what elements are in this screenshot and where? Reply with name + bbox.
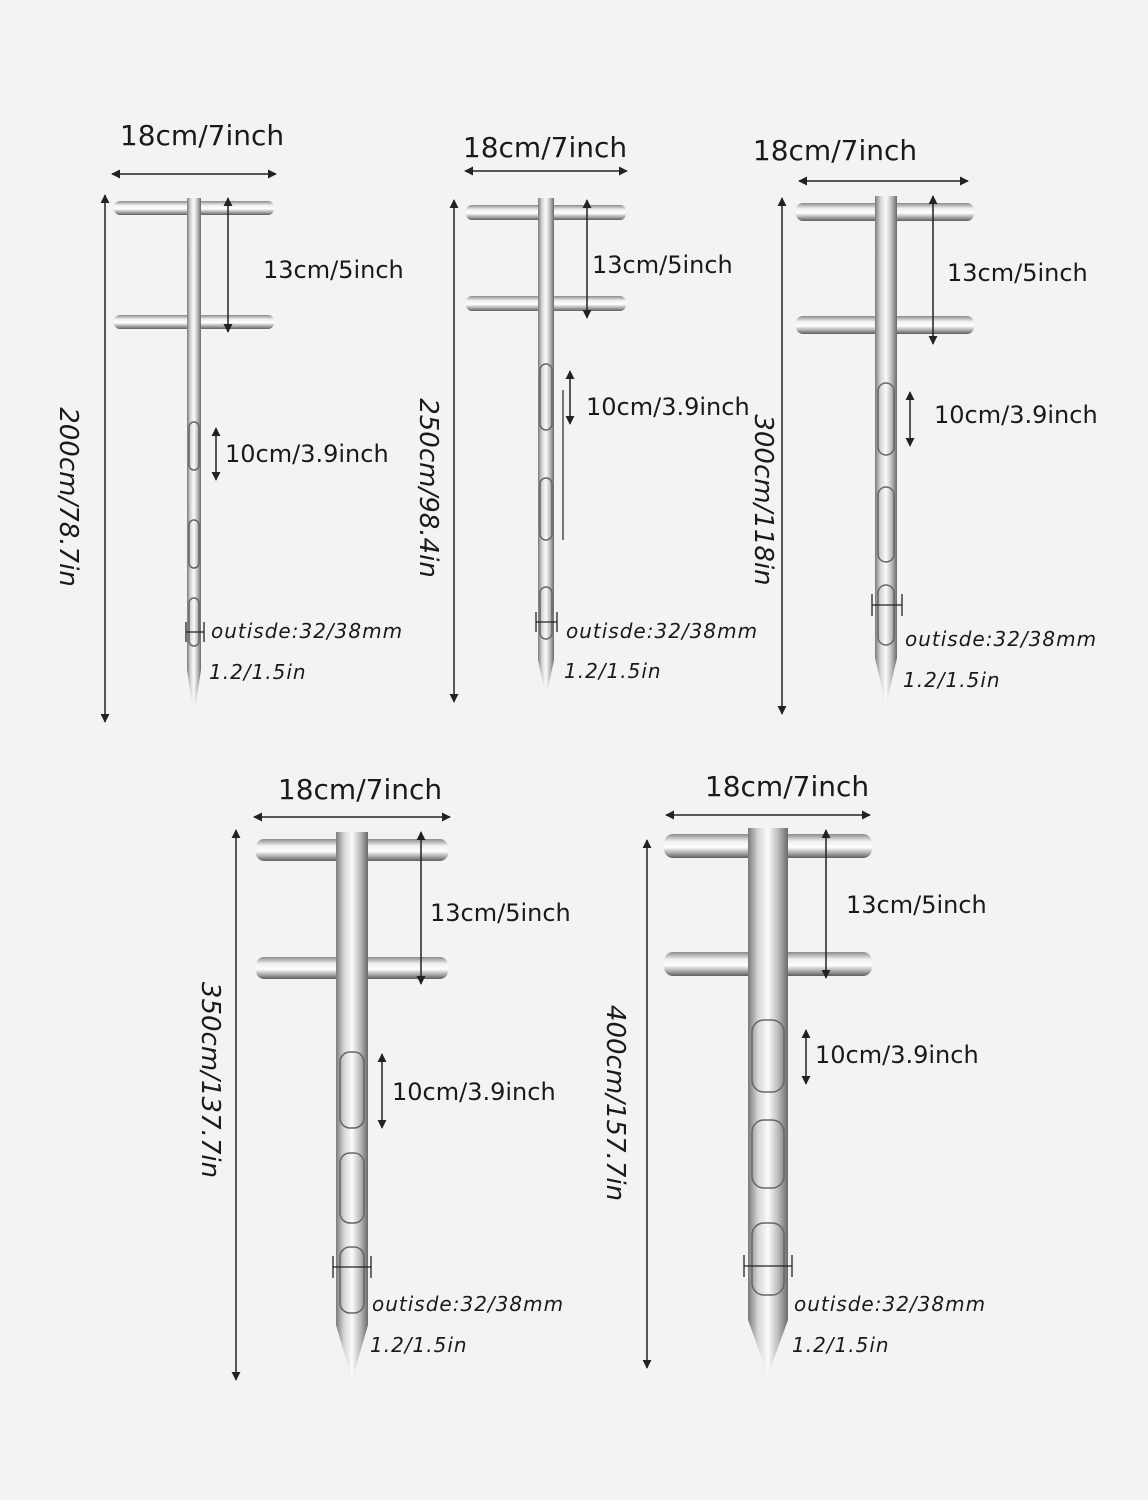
slot-length-label: 10cm/3.9inch: [815, 1041, 979, 1069]
probe-300cm: 18cm/7inch 13cm/5inch 10cm/3.9inch 300cm…: [748, 134, 1098, 715]
probe-200cm: 18cm/7inch 13cm/5inch 10cm/3.9inch 200cm…: [53, 119, 404, 723]
probe-illustration: [664, 828, 872, 1375]
probe-illustration: [114, 198, 274, 714]
outside-diameter-label: outisde:32/38mm: [794, 1292, 986, 1316]
handle-width-label: 18cm/7inch: [705, 770, 869, 803]
slot-length-label: 10cm/3.9inch: [586, 393, 750, 421]
handle-gap-label: 13cm/5inch: [430, 899, 571, 927]
outside-diameter-inch-label: 1.2/1.5in: [792, 1333, 890, 1357]
outside-diameter-inch-label: 1.2/1.5in: [564, 659, 662, 683]
slot-length-label: 10cm/3.9inch: [392, 1078, 556, 1106]
outside-diameter-label: outisde:32/38mm: [905, 627, 1097, 651]
outside-diameter-inch-label: 1.2/1.5in: [209, 660, 307, 684]
total-length-label: 400cm/157.7in: [600, 1005, 630, 1201]
probe-400cm: 18cm/7inch 13cm/5inch 10cm/3.9inch 400cm…: [600, 770, 987, 1375]
slot-length-label: 10cm/3.9inch: [934, 401, 1098, 429]
handle-gap-label: 13cm/5inch: [846, 891, 987, 919]
outside-diameter-label: outisde:32/38mm: [566, 619, 758, 643]
handle-gap-label: 13cm/5inch: [947, 259, 1088, 287]
outside-diameter-inch-label: 1.2/1.5in: [903, 668, 1001, 692]
handle-gap-label: 13cm/5inch: [263, 256, 404, 284]
handle-width-label: 18cm/7inch: [463, 131, 627, 164]
handle-gap-label: 13cm/5inch: [592, 251, 733, 279]
handle-width-label: 18cm/7inch: [278, 773, 442, 806]
probe-250cm: 18cm/7inch 13cm/5inch 10cm/3.9inch 250cm…: [413, 131, 758, 703]
total-length-label: 200cm/78.7in: [53, 407, 83, 587]
outside-diameter-label: outisde:32/38mm: [211, 619, 403, 643]
outside-diameter-inch-label: 1.2/1.5in: [370, 1333, 468, 1357]
outside-diameter-label: outisde:32/38mm: [372, 1292, 564, 1316]
probe-illustration: [256, 832, 448, 1380]
slot-length-label: 10cm/3.9inch: [225, 440, 389, 468]
total-length-label: 250cm/98.4in: [413, 398, 443, 578]
probe-350cm: 18cm/7inch 13cm/5inch 10cm/3.9inch 350cm…: [195, 773, 571, 1381]
handle-width-label: 18cm/7inch: [753, 134, 917, 167]
total-length-label: 350cm/137.7in: [195, 982, 225, 1178]
handle-width-label: 18cm/7inch: [120, 119, 284, 152]
total-length-label: 300cm/118in: [748, 414, 778, 585]
